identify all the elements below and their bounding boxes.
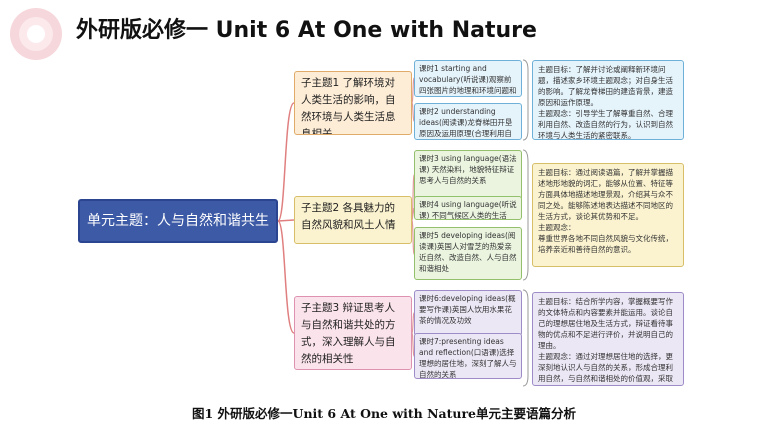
- goal-2-concept: 尊重世界各地不同自然风貌与文化传统，培养亲近和善待自然的意识。: [538, 234, 673, 254]
- goal-2-concept-label: 主题观念：: [538, 223, 576, 232]
- goal-1-target: 主题目标：了解并讨论或阐释新环境问题，描述家乡环境主题观念；对自身生活的影响。了…: [538, 65, 673, 107]
- subtopic-1-node: 子主题1 了解环境对人类生活的影响，自然环境与人类生活息息相关: [294, 71, 412, 135]
- goal-1-concept: 主题观念：引导学生了解尊重自然、合理利用自然、改造自然的行为，认识到自然环境与人…: [538, 109, 673, 140]
- lesson-3-node: 课时3 using language(语法课) 天然染料，地貌特征辩证思考人与自…: [414, 150, 522, 200]
- logo-icon: [10, 8, 62, 60]
- subtopic-3-node: 子主题3 辩证思考人与自然和谐共处的方式，深入理解人与自然的相关性: [294, 296, 412, 370]
- goal-panel-1: 主题目标：了解并讨论或阐释新环境问题，描述家乡环境主题观念；对自身生活的影响。了…: [532, 60, 684, 140]
- goal-panel-3: 主题目标：结合所学内容，掌握概要写作的文体特点和内容要素并能运用。谈论自己的理想…: [532, 292, 684, 386]
- goal-3-concept: 主题观念：通过对理想居住地的选择，更深刻地认识人与自然的关系，形成合理利用自然，…: [538, 352, 673, 383]
- figure-caption: 图1 外研版必修一Unit 6 At One with Nature单元主要语篇…: [192, 406, 576, 421]
- goal-3-target: 主题目标：结合所学内容，掌握概要写作的文体特点和内容要素并能运用。谈论自己的理想…: [538, 297, 673, 350]
- goal-panel-2: 主题目标：通过阅读语篇，了解并掌握描述地形地貌的词汇，能够从位置、特征等方面具体…: [532, 163, 684, 267]
- lesson-5-node: 课时5 developing ideas(阅读课)英国人对雪芝的热爱亲近自然、改…: [414, 227, 522, 280]
- subtopic-2-node: 子主题2 各具魅力的自然风貌和风土人情: [294, 196, 412, 244]
- lesson-1-node: 课时1 starting and vocabulary(听说课)观察前四张图片的…: [414, 60, 522, 97]
- lesson-6-node: 课时6:developing ideas(概要写作课)英国人饮用水果花茶的情况及…: [414, 290, 522, 336]
- unit-theme-node: 单元主题：人与自然和谐共生: [78, 199, 278, 243]
- goal-2-target: 主题目标：通过阅读语篇，了解并掌握描述地形地貌的词汇，能够从位置、特征等方面具体…: [538, 168, 673, 221]
- lesson-4-node: 课时4 using language(听说课) 不同气候区人类的生活: [414, 196, 522, 220]
- lesson-2-node: 课时2 understanding ideas(阅读课)龙脊梯田开垦原因及运用原…: [414, 103, 522, 140]
- page-title: 外研版必修一 Unit 6 At One with Nature: [76, 18, 537, 43]
- lesson-7-node: 课时7:presenting ideas and reflection(口语课)…: [414, 333, 522, 379]
